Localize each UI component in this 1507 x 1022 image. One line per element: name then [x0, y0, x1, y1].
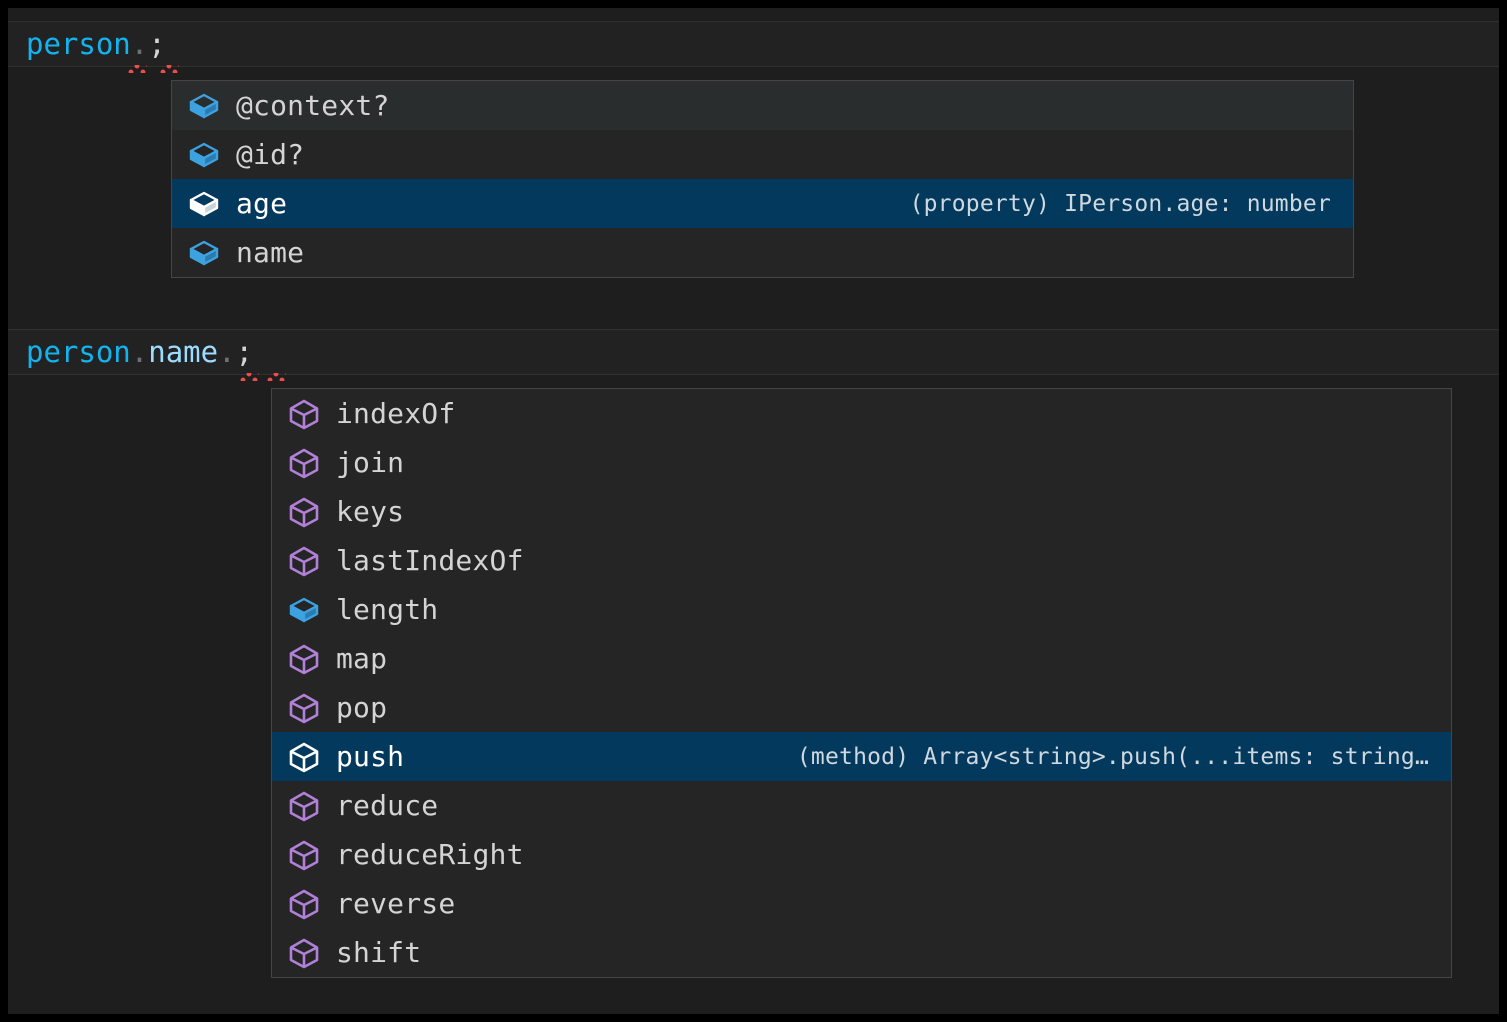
- code-token-object: person: [26, 335, 131, 369]
- error-squiggle-icon: [240, 373, 259, 381]
- suggest-item-label: keys: [336, 495, 405, 528]
- suggest-item-lastindexof[interactable]: lastIndexOf: [272, 536, 1451, 585]
- code-token-dot: .: [130, 27, 149, 61]
- property-cube-icon: [186, 236, 222, 270]
- error-squiggle-icon: [128, 65, 147, 73]
- suggest-item-label: reduce: [336, 789, 439, 822]
- suggest-item-label: lastIndexOf: [336, 544, 524, 577]
- suggest-item-label: reduceRight: [336, 838, 524, 871]
- code-line-2[interactable]: person.name.;: [8, 329, 1499, 375]
- code-token-dot: .: [218, 335, 236, 369]
- code-token-dot: .: [130, 335, 149, 369]
- suggest-item-label: @id?: [236, 138, 305, 171]
- suggest-item-context[interactable]: @context?: [172, 81, 1353, 130]
- suggest-widget-person-name[interactable]: indexOf join: [271, 388, 1452, 978]
- suggest-item-label: join: [336, 446, 405, 479]
- suggest-item-name[interactable]: name: [172, 228, 1353, 277]
- code-line-1[interactable]: person.;: [8, 21, 1499, 67]
- suggest-item-join[interactable]: join: [272, 438, 1451, 487]
- suggest-item-length[interactable]: length: [272, 585, 1451, 634]
- method-cube-icon: [286, 887, 322, 921]
- suggest-item-id[interactable]: @id?: [172, 130, 1353, 179]
- method-cube-icon: [286, 446, 322, 480]
- window-frame-left: [0, 0, 8, 1022]
- suggest-item-detail: (method) Array<string>.push(...items: st…: [796, 743, 1429, 770]
- error-squiggle-icon: [160, 65, 179, 73]
- code-token-object: person: [26, 27, 131, 61]
- suggest-item-label: age: [236, 187, 288, 220]
- suggest-item-indexof[interactable]: indexOf: [272, 389, 1451, 438]
- method-cube-icon: [286, 642, 322, 676]
- code-token-semicolon: ;: [148, 27, 166, 61]
- suggest-item-keys[interactable]: keys: [272, 487, 1451, 536]
- suggest-item-map[interactable]: map: [272, 634, 1451, 683]
- suggest-item-label: shift: [336, 936, 422, 969]
- method-cube-icon: [286, 397, 322, 431]
- suggest-item-label: push: [336, 740, 405, 773]
- method-cube-icon: [286, 789, 322, 823]
- error-squiggle-icon: [267, 373, 286, 381]
- suggest-widget-person[interactable]: @context? @id?: [171, 80, 1354, 278]
- property-cube-icon: [186, 187, 222, 221]
- suggest-item-reverse[interactable]: reverse: [272, 879, 1451, 928]
- suggest-item-label: indexOf: [336, 397, 456, 430]
- window-frame-right: [1499, 0, 1507, 1022]
- window-frame-bottom: [0, 1014, 1507, 1022]
- suggest-item-label: pop: [336, 691, 388, 724]
- suggest-item-label: map: [336, 642, 388, 675]
- suggest-item-push[interactable]: push (method) Array<string>.push(...item…: [272, 732, 1451, 781]
- code-editor[interactable]: person.; @context?: [8, 8, 1499, 1014]
- property-cube-icon: [186, 89, 222, 123]
- method-cube-icon: [286, 838, 322, 872]
- suggest-item-label: @context?: [236, 89, 390, 122]
- method-cube-icon: [286, 691, 322, 725]
- suggest-item-detail: (property) IPerson.age: number: [909, 190, 1331, 217]
- suggest-item-reduceright[interactable]: reduceRight: [272, 830, 1451, 879]
- method-cube-icon: [286, 740, 322, 774]
- method-cube-icon: [286, 936, 322, 970]
- suggest-item-label: reverse: [336, 887, 456, 920]
- suggest-item-shift[interactable]: shift: [272, 928, 1451, 977]
- code-token-semicolon: ;: [235, 335, 254, 369]
- suggest-item-label: length: [336, 593, 439, 626]
- code-token-property: name: [148, 335, 219, 369]
- suggest-item-age[interactable]: age (property) IPerson.age: number: [172, 179, 1353, 228]
- suggest-item-reduce[interactable]: reduce: [272, 781, 1451, 830]
- window-frame-top: [0, 0, 1507, 8]
- suggest-item-label: name: [236, 236, 305, 269]
- property-cube-icon: [286, 593, 322, 627]
- method-cube-icon: [286, 495, 322, 529]
- property-cube-icon: [186, 138, 222, 172]
- suggest-item-pop[interactable]: pop: [272, 683, 1451, 732]
- method-cube-icon: [286, 544, 322, 578]
